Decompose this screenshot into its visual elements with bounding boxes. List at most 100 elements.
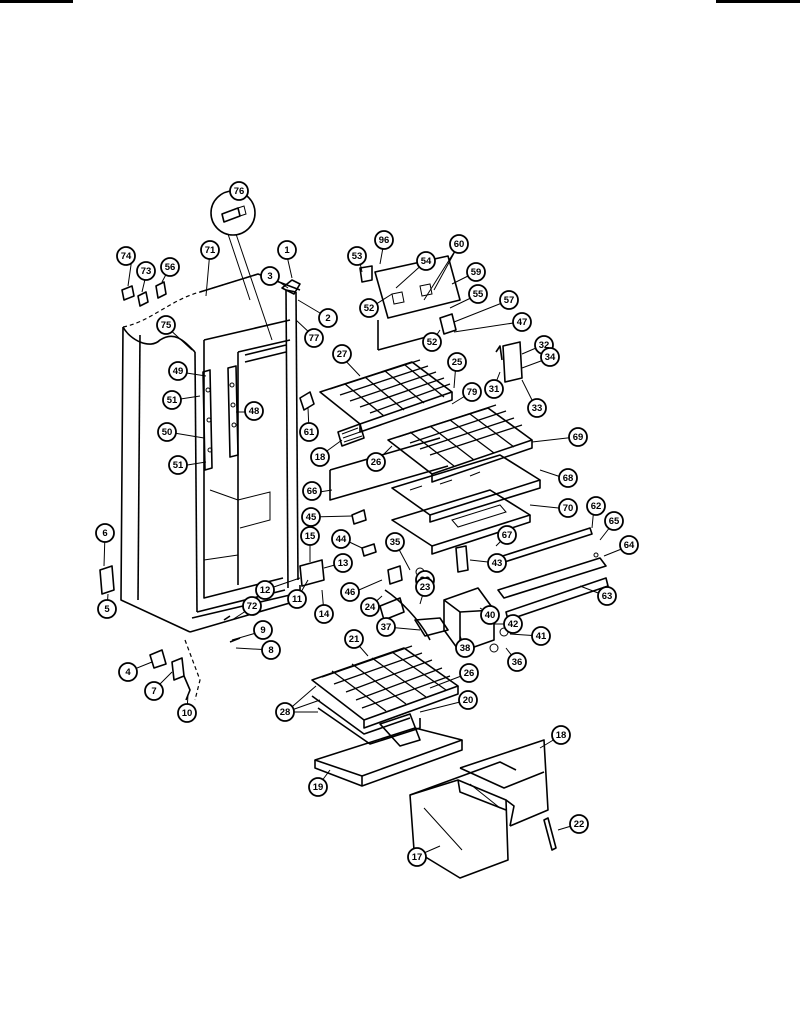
callout-label: 96: [379, 235, 390, 246]
callout-circle: [466, 262, 486, 282]
callout-49: 49: [168, 361, 188, 381]
callout-label: 6: [102, 528, 107, 539]
callout-label: 40: [485, 610, 496, 621]
callout-label: 33: [532, 403, 543, 414]
callout-circle: [95, 523, 115, 543]
callout-label: 35: [390, 537, 401, 548]
callout-label: 10: [182, 708, 193, 719]
callout-75: 75: [156, 315, 176, 335]
callout-71: 71: [200, 240, 220, 260]
top-right-rule: [716, 0, 800, 3]
callout-63: 63: [597, 586, 617, 606]
callout-label: 55: [473, 289, 484, 300]
callout-circle: [449, 234, 469, 254]
callout-35: 35: [385, 532, 405, 552]
callout-circle: [118, 662, 138, 682]
callout-label: 65: [609, 516, 620, 527]
callout-label: 28: [280, 707, 291, 718]
callout-label: 57: [504, 295, 515, 306]
callout-label: 79: [467, 387, 478, 398]
callout-6: 6: [95, 523, 115, 543]
callout-19: 19: [308, 777, 328, 797]
callout-circle: [604, 511, 624, 531]
callout-label: 26: [464, 668, 475, 679]
callout-circle: [376, 617, 396, 637]
callout-label: 68: [563, 473, 574, 484]
callout-circle: [162, 390, 182, 410]
callout-26: 26: [459, 663, 479, 683]
callout-3: 3: [260, 266, 280, 286]
callout-7: 7: [144, 681, 164, 701]
callout-circle: [331, 529, 351, 549]
callout-2: 2: [318, 308, 338, 328]
control-housing: [359, 255, 523, 383]
callout-label: 32: [539, 340, 550, 351]
callout-circle: [318, 308, 338, 328]
callout-46: 46: [340, 582, 360, 602]
callout-26: 26: [366, 452, 386, 472]
callout-51: 51: [162, 390, 182, 410]
callout-11: 11: [287, 589, 307, 609]
callout-10: 10: [177, 703, 197, 723]
callout-label: 66: [307, 486, 318, 497]
callout-label: 5: [104, 604, 110, 615]
callout-circle: [597, 586, 617, 606]
callout-label: 59: [471, 267, 482, 278]
callout-circle: [300, 526, 320, 546]
callout-circle: [255, 580, 275, 600]
callout-circle: [480, 605, 500, 625]
callout-circle: [484, 379, 504, 399]
leader-lines: [103, 241, 630, 857]
callout-41: 41: [531, 626, 551, 646]
callout-label: 47: [517, 317, 528, 328]
callout-34: 34: [540, 347, 560, 367]
callout-label: 71: [205, 245, 216, 256]
callout-circle: [260, 266, 280, 286]
callout-circle: [116, 246, 136, 266]
callout-label: 22: [574, 819, 585, 830]
cabinet: [120, 273, 301, 701]
callout-circle: [366, 452, 386, 472]
callout-circle: [586, 496, 606, 516]
callout-circle: [301, 507, 321, 527]
freezer-wire-shelf: [319, 359, 453, 433]
callout-47: 47: [512, 312, 532, 332]
crisper-cover: [314, 727, 463, 787]
callout-label: 17: [412, 852, 423, 863]
callout-circle: [462, 382, 482, 402]
callout-77: 77: [304, 328, 324, 348]
callout-59: 59: [466, 262, 486, 282]
callout-72: 72: [242, 596, 262, 616]
callout-label: 77: [309, 333, 320, 344]
callout-54: 54: [416, 251, 436, 271]
callout-label: 62: [591, 501, 602, 512]
callout-label: 27: [337, 349, 348, 360]
callout-label: 51: [173, 460, 184, 471]
callout-circle: [551, 725, 571, 745]
callout-circle: [168, 455, 188, 475]
callout-circle: [332, 344, 352, 364]
callout-circle: [531, 626, 551, 646]
callout-8: 8: [261, 640, 281, 660]
callout-14: 14: [314, 604, 334, 624]
callout-label: 13: [338, 558, 349, 569]
callout-43: 43: [487, 553, 507, 573]
callout-label: 34: [545, 352, 556, 363]
callout-20: 20: [458, 690, 478, 710]
callout-57: 57: [499, 290, 519, 310]
callout-45: 45: [301, 507, 321, 527]
callout-label: 25: [452, 357, 463, 368]
callout-circle: [503, 614, 523, 634]
callout-37: 37: [376, 617, 396, 637]
callout-31: 31: [484, 379, 504, 399]
callout-circle: [468, 284, 488, 304]
callout-label: 24: [365, 602, 376, 613]
callout-circle: [302, 481, 322, 501]
callout-25: 25: [447, 352, 467, 372]
callout-label: 67: [502, 530, 513, 541]
callout-21: 21: [344, 629, 364, 649]
callout-label: 64: [624, 540, 635, 551]
callout-label: 18: [556, 730, 567, 741]
